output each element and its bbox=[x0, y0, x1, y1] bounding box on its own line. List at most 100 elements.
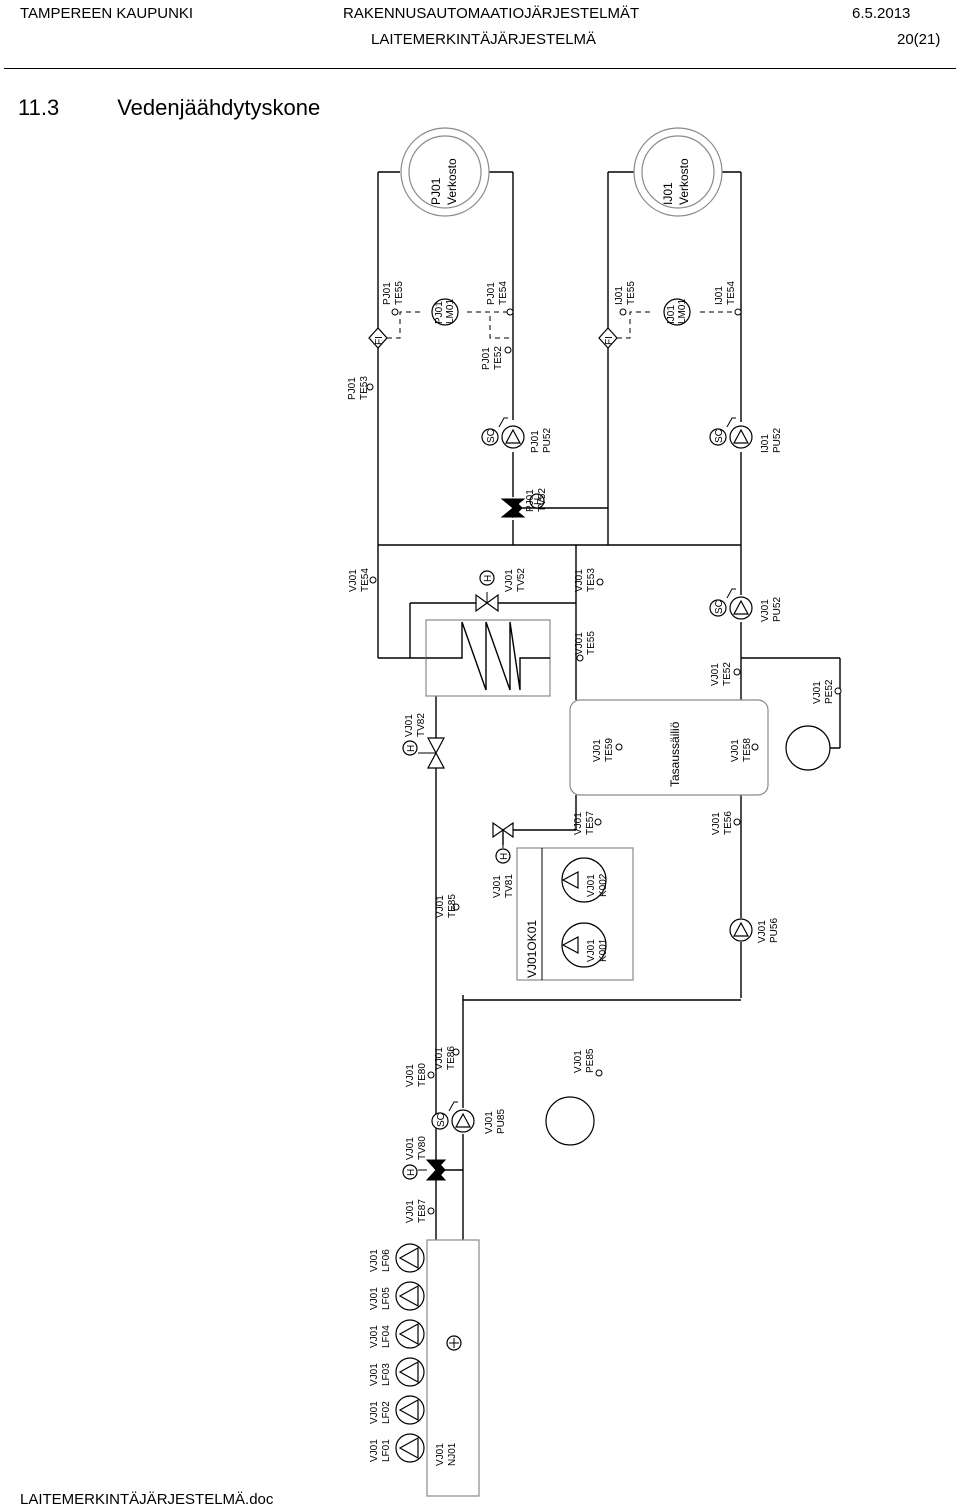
sc-ij01: SC bbox=[714, 429, 725, 443]
label-vj01-pe85-l1: VJ01 bbox=[573, 1050, 584, 1073]
label-vj01-lf04-l2: LF04 bbox=[381, 1325, 392, 1348]
label-vj01-tv80-l1: VJ01 bbox=[405, 1137, 416, 1160]
label-vj01-te55-l2: TE55 bbox=[586, 631, 597, 655]
valve-vj01-tv80: H bbox=[402, 1158, 447, 1182]
label-vj01-te54-l1: VJ01 bbox=[348, 569, 359, 592]
valve-vj01-tv82: H bbox=[402, 737, 445, 769]
label-vj01-k001-l2: K001 bbox=[598, 938, 609, 962]
label-vj01-pu52-l1: VJ01 bbox=[760, 599, 771, 622]
valve-vj01-tv52: H bbox=[475, 570, 499, 613]
network-ij01: IJ01 Verkosto bbox=[633, 127, 723, 217]
label-vj01-pu52-l2: PU52 bbox=[772, 597, 783, 622]
h-vj01-tv52: H bbox=[483, 575, 494, 582]
label-vj01-pe85-l2: PE85 bbox=[585, 1048, 596, 1073]
valve-pj01-tv52: H bbox=[500, 493, 545, 519]
label-vj01-pe52-l1: VJ01 bbox=[812, 681, 823, 704]
label-vj01-lf06-l1: VJ01 bbox=[369, 1249, 380, 1272]
label-pj01-te52-l1: PJ01 bbox=[481, 347, 492, 370]
label-vj01-nj01-l1: VJ01 bbox=[435, 1443, 446, 1466]
label-pj01-pu52-l2: PU52 bbox=[542, 428, 553, 453]
sc-pj01: SC bbox=[486, 429, 497, 443]
label-pj01-tv52-l1: PJ01 bbox=[525, 489, 536, 512]
label-vj01-lf04-l1: VJ01 bbox=[369, 1325, 380, 1348]
pump-pj01-pu52: SC bbox=[481, 417, 525, 449]
label-vj01-k002-l1: VJ01 bbox=[586, 874, 597, 897]
label-vj01-tv81-l2: TV81 bbox=[504, 874, 515, 898]
label-vj01-pu85-l2: PU85 bbox=[496, 1109, 507, 1134]
label-vj01-te57-l2: TE57 bbox=[585, 811, 596, 835]
label-vj01-pe52-l2: PE52 bbox=[824, 679, 835, 704]
label-vj01-te56-l2: TE56 bbox=[723, 811, 734, 835]
label-vj01-tv82-l2: TV82 bbox=[416, 713, 427, 737]
sc-vj01-pu85: SC bbox=[436, 1113, 447, 1127]
label-ij01-te55-l2: TE55 bbox=[626, 281, 637, 305]
label-vj01-k001-l1: VJ01 bbox=[586, 939, 597, 962]
network-ij01-line1: IJ01 bbox=[661, 182, 675, 205]
label-vj01-te52-l1: VJ01 bbox=[710, 663, 721, 686]
label-pj01-pu52-l1: PJ01 bbox=[530, 430, 541, 453]
heat-exchanger bbox=[425, 619, 551, 697]
pump-ij01-pu52: SC bbox=[709, 417, 753, 449]
label-pj01-te55-l1: PJ01 bbox=[382, 282, 393, 305]
h-vj01-tv80: H bbox=[406, 1169, 417, 1176]
label-vj01-te53-l2: TE53 bbox=[586, 568, 597, 592]
label-ij01-pu52-l2: PU52 bbox=[772, 428, 783, 453]
label-vj01-te87-l2: TE87 bbox=[417, 1199, 428, 1223]
section-title: 11.3 Vedenjäähdytyskone bbox=[18, 95, 320, 121]
buffer-tank: Tasaussäiliö bbox=[569, 699, 769, 796]
pump-vj01-pu85: SC bbox=[431, 1101, 475, 1133]
pj01-lm01-l2: LM01 bbox=[445, 299, 456, 324]
label-vj01-te59-l1: VJ01 bbox=[592, 739, 603, 762]
fi-ij01-label: FI bbox=[604, 336, 615, 345]
label-vj01-tv52-l1: VJ01 bbox=[504, 569, 515, 592]
condenser-unit bbox=[395, 1239, 480, 1497]
header-date: 6.5.2013 bbox=[852, 5, 911, 22]
label-vj01-te54-l2: TE54 bbox=[360, 568, 371, 592]
label-vj01-te86-l2: TE86 bbox=[446, 1046, 457, 1070]
label-pj01-te52-l2: TE52 bbox=[493, 346, 504, 370]
label-pj01-te54-l1: PJ01 bbox=[486, 282, 497, 305]
label-vj01-te59-l2: TE59 bbox=[604, 738, 615, 762]
section-name: Vedenjäähdytyskone bbox=[117, 95, 321, 120]
h-vj01-tv81: H bbox=[499, 853, 510, 860]
label-vj01-lf05-l1: VJ01 bbox=[369, 1287, 380, 1310]
label-vj01-tv52-l2: TV52 bbox=[516, 568, 527, 592]
label-vj01-te80-l1: VJ01 bbox=[405, 1064, 416, 1087]
label-vj01-pu56-l2: PU56 bbox=[769, 918, 780, 943]
label-vj01-pu85-l1: VJ01 bbox=[484, 1111, 495, 1134]
label-ij01-te55-l1: IJ01 bbox=[614, 286, 625, 305]
label-vj01-te87-l1: VJ01 bbox=[405, 1200, 416, 1223]
label-vj01-pu56-l1: VJ01 bbox=[757, 920, 768, 943]
chiller-unit: VJ01OK01 bbox=[516, 847, 634, 981]
label-pj01-te53-l2: TE53 bbox=[359, 376, 370, 400]
label-vj01-te80-l2: TE80 bbox=[417, 1063, 428, 1087]
header-subsystem: LAITEMERKINTÄJÄRJESTELMÄ bbox=[371, 31, 597, 48]
label-vj01-te86-l1: VJ01 bbox=[434, 1047, 445, 1070]
label-vj01-lf05-l2: LF05 bbox=[381, 1287, 392, 1310]
label-ij01-pu52-l1: IJ01 bbox=[760, 434, 771, 453]
header-organization: TAMPEREEN KAUPUNKI bbox=[20, 5, 194, 22]
device-labels: PJ01 TE55 PJ01 TE54 PJ01 TE53 PJ01 TE52 … bbox=[347, 281, 835, 1466]
label-vj01-te52-l2: TE52 bbox=[722, 662, 733, 686]
pj01-lm01-l1: PJ01 bbox=[434, 301, 445, 324]
label-vj01-te85-l1: VJ01 bbox=[435, 895, 446, 918]
label-vj01-te53-l1: VJ01 bbox=[574, 569, 585, 592]
label-vj01-te58-l1: VJ01 bbox=[730, 739, 741, 762]
label-vj01-te57-l1: VJ01 bbox=[573, 812, 584, 835]
label-vj01-tv82-l1: VJ01 bbox=[404, 714, 415, 737]
section-number: 11.3 bbox=[18, 95, 60, 120]
label-vj01-nj01-l2: NJ01 bbox=[447, 1442, 458, 1466]
header-divider bbox=[4, 68, 956, 69]
pump-vj01-pu56 bbox=[729, 918, 753, 942]
label-vj01-lf03-l2: LF03 bbox=[381, 1363, 392, 1386]
h-pj01-tv52: H bbox=[533, 498, 544, 505]
label-vj01-te55-l1: VJ01 bbox=[574, 632, 585, 655]
fi-pj01-label: FI bbox=[374, 336, 385, 345]
label-pj01-te54-l2: TE54 bbox=[498, 281, 509, 305]
ij01-lm01-l2: LM01 bbox=[677, 299, 688, 324]
label-vj01-lf01-l2: LF01 bbox=[381, 1439, 392, 1462]
label-vj01-lf02-l1: VJ01 bbox=[369, 1401, 380, 1424]
label-pj01-te53-l1: PJ01 bbox=[347, 377, 358, 400]
flow-indicator-ij01: FI bbox=[598, 327, 618, 349]
